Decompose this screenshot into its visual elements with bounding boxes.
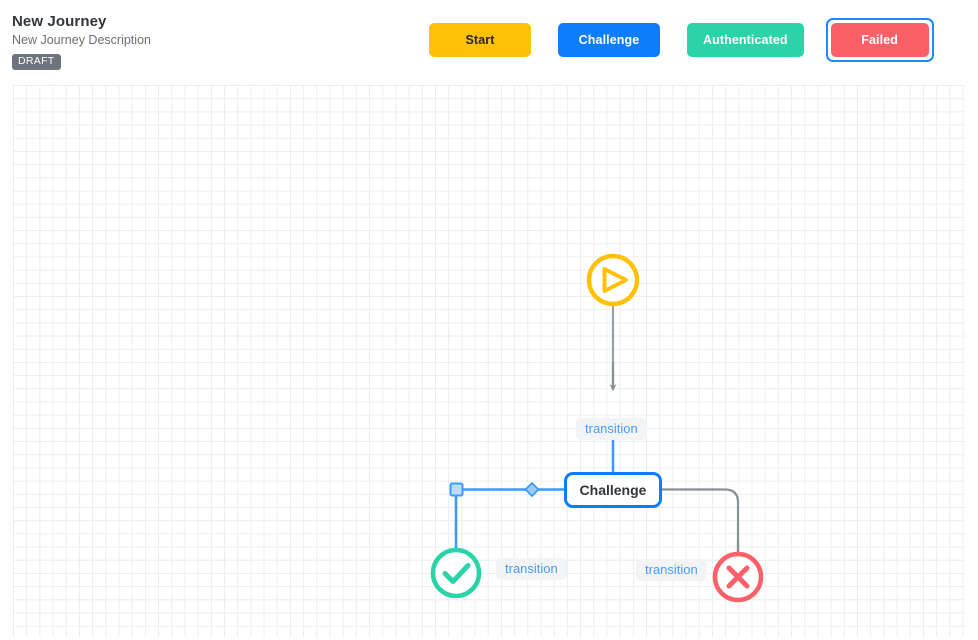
edge-label-challenge-to-authenticated[interactable]: transition	[496, 558, 567, 580]
state-button-group: Start Challenge Authenticated Failed	[424, 18, 934, 62]
status-badge: DRAFT	[12, 54, 61, 70]
canvas-grid	[13, 85, 965, 637]
page-title: New Journey	[12, 13, 107, 30]
edge-label-challenge-to-failed[interactable]: transition	[636, 559, 707, 581]
edge-label-start-to-challenge[interactable]: transition	[576, 418, 647, 440]
state-button-failed[interactable]: Failed	[830, 23, 929, 57]
state-button-failed-wrapper: Failed	[825, 18, 934, 62]
page-header: New Journey New Journey Description DRAF…	[0, 0, 978, 80]
edge-corner-handle-left	[449, 482, 464, 497]
page-description: New Journey Description	[12, 33, 151, 47]
edge-midpoint-handle-left	[524, 481, 540, 498]
flow-canvas[interactable]: Challenge transition transition transiti…	[0, 80, 978, 640]
flow-diagram	[430, 253, 764, 603]
state-button-authenticated[interactable]: Authenticated	[687, 23, 804, 57]
challenge-node-label[interactable]: Challenge	[564, 472, 662, 508]
state-button-start-wrapper: Start	[424, 18, 536, 62]
state-button-start[interactable]: Start	[429, 23, 531, 57]
authenticated-node[interactable]	[430, 547, 482, 599]
state-button-authenticated-wrapper: Authenticated	[682, 18, 809, 62]
journey-info: New Journey New Journey Description DRAF…	[12, 13, 151, 70]
state-button-challenge-wrapper: Challenge	[553, 18, 665, 62]
start-node[interactable]	[586, 253, 640, 307]
state-button-challenge[interactable]: Challenge	[558, 23, 660, 57]
failed-node[interactable]	[712, 551, 764, 603]
